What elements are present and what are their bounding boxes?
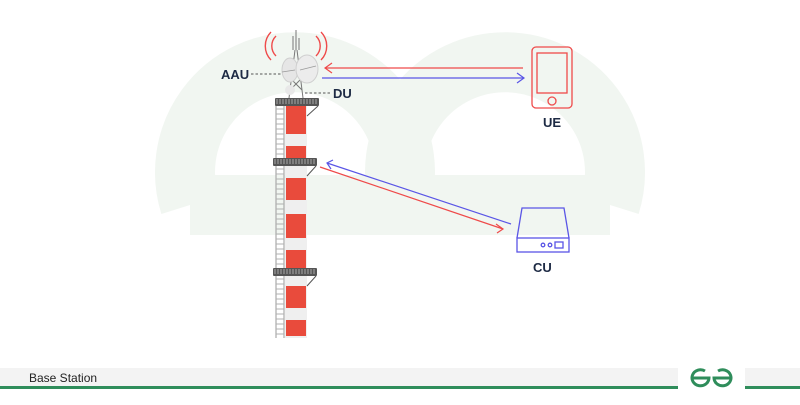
- server-box-icon: [516, 207, 570, 253]
- cell-tower-icon: [264, 30, 328, 338]
- mast-stripe: [286, 178, 306, 200]
- figure-caption: Base Station: [29, 371, 98, 385]
- link-aau-ue: [322, 72, 526, 84]
- mast-stripe: [286, 320, 306, 336]
- cu-label: CU: [533, 260, 552, 275]
- caption-band: [0, 368, 800, 387]
- du-label: DU: [333, 86, 352, 101]
- watermark-logo: [155, 32, 645, 235]
- gfg-logo-icon: [690, 368, 733, 388]
- smartphone-icon: [531, 46, 573, 109]
- du-unit: [285, 85, 295, 95]
- link-tower-cu: [319, 166, 505, 234]
- link-ue-aau: [323, 62, 523, 74]
- signal-waves-icon: [264, 31, 328, 61]
- aau-label: AAU: [221, 67, 250, 82]
- mast-stripe: [286, 106, 306, 134]
- aau-antenna: [281, 54, 319, 84]
- gfg-logo: [678, 362, 745, 392]
- link-cu-tower: [326, 159, 512, 225]
- label-leaders: [251, 73, 330, 94]
- mast-stripe: [286, 250, 306, 268]
- mast-stripe: [286, 146, 306, 160]
- mast-stripe: [286, 286, 306, 308]
- ue-label: UE: [543, 115, 562, 130]
- footer-divider-left: [0, 386, 678, 389]
- mast-stripe: [286, 214, 306, 238]
- footer-divider-right: [745, 386, 800, 389]
